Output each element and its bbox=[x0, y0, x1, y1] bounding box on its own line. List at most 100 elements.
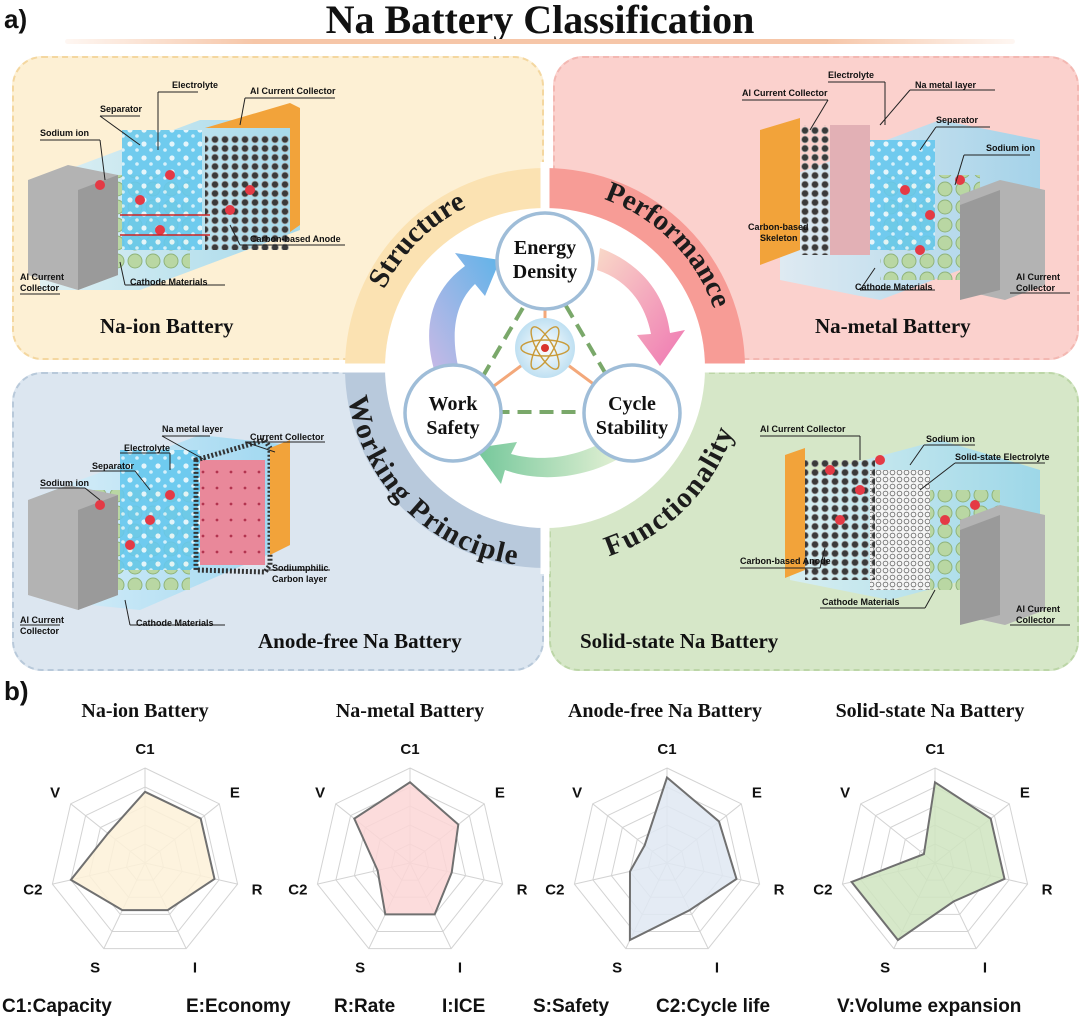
label-sodium-ion: Sodium ion bbox=[40, 478, 89, 488]
label-sodium-ion: Sodium ion bbox=[926, 434, 975, 444]
node-cycle-stability: Cycle Stability bbox=[582, 363, 682, 463]
svg-text:Energy: Energy bbox=[514, 237, 576, 259]
legend-item-capacity: C1:Capacity bbox=[2, 996, 112, 1017]
radar-axis-label: C2 bbox=[813, 882, 832, 899]
label-current-collector: Current Collector bbox=[250, 432, 325, 442]
radar-axis-label: R bbox=[774, 882, 785, 899]
atom-icon bbox=[515, 318, 575, 378]
label-na-metal-layer: Na metal layer bbox=[162, 424, 224, 434]
label-skeleton-line1: Carbon-based bbox=[748, 222, 809, 232]
label-cathode: Cathode Materials bbox=[136, 618, 214, 628]
panel-b-label: b) bbox=[4, 676, 29, 706]
svg-text:Cycle: Cycle bbox=[608, 393, 656, 415]
radar-grid-ring bbox=[860, 786, 1010, 932]
radar-title: Na-metal Battery bbox=[335, 700, 485, 722]
radar-title: Na-ion Battery bbox=[81, 700, 209, 722]
radar-axis-label: R bbox=[517, 882, 528, 899]
radar-axis-label: V bbox=[840, 784, 850, 801]
radar-axis-label: C1 bbox=[925, 741, 944, 758]
label-cathode: Cathode Materials bbox=[855, 282, 933, 292]
svg-text:Density: Density bbox=[513, 261, 577, 283]
radar-series-polygon bbox=[69, 790, 216, 912]
callout-lines bbox=[20, 81, 1070, 626]
label-carbon-anode: Carbon-based Anode bbox=[740, 556, 831, 566]
radar-axis-label: E bbox=[495, 784, 505, 801]
radar-grid-ring bbox=[70, 786, 220, 932]
legend-item-volume-expansion: V:Volume expansion bbox=[837, 996, 1022, 1017]
radar-axis-line bbox=[860, 803, 936, 864]
radar-axis-label: S bbox=[90, 960, 100, 977]
radar-axis-label: C2 bbox=[545, 882, 564, 899]
label-electrolyte: Electrolyte bbox=[828, 70, 875, 80]
battery-name-na-ion: Na-ion Battery bbox=[100, 314, 234, 338]
legend-item-economy: E:Economy bbox=[186, 996, 291, 1017]
radar-axis-label: I bbox=[983, 960, 987, 977]
label-al-cc-line2: Collector bbox=[1016, 615, 1056, 625]
panel-a-label: a) bbox=[4, 4, 28, 34]
label-na-metal-layer: Na metal layer bbox=[915, 80, 977, 90]
radar-axis-label: C1 bbox=[135, 741, 154, 758]
radar-axis-label: V bbox=[50, 784, 60, 801]
radar-grid-ring bbox=[51, 767, 239, 950]
legend-item-cycle-life: C2:Cycle life bbox=[656, 996, 771, 1017]
radar-axis-label: I bbox=[193, 960, 197, 977]
label-carbon-anode: Carbon-based Anode bbox=[250, 234, 341, 244]
label-electrolyte: Electrolyte bbox=[124, 443, 171, 453]
radar-axis-label: I bbox=[458, 960, 462, 977]
radar-axis-label: S bbox=[355, 960, 365, 977]
radar-grid-ring bbox=[573, 767, 761, 950]
radar-axis-label: R bbox=[1042, 882, 1053, 899]
label-separator: Separator bbox=[936, 115, 979, 125]
label-separator: Separator bbox=[100, 104, 143, 114]
radar-grid-ring bbox=[335, 786, 485, 932]
svg-text:Work: Work bbox=[429, 393, 479, 415]
arrow-icon bbox=[429, 253, 500, 373]
radar-chart-na-metal: C1E R I S C2 V bbox=[288, 741, 528, 977]
radar-axis-label: I bbox=[715, 960, 719, 977]
radar-axis-label: C2 bbox=[23, 882, 42, 899]
radar-grid-ring bbox=[592, 786, 742, 932]
label-al-current-collector: Al Current Collector bbox=[742, 88, 828, 98]
solid-state-illustration bbox=[785, 440, 1045, 625]
radar-axis-label: C1 bbox=[657, 741, 676, 758]
label-al-cc-line1: Al Current bbox=[1016, 604, 1061, 614]
label-al-cc-line1: Al Current bbox=[20, 272, 65, 282]
battery-name-na-metal: Na-metal Battery bbox=[815, 314, 971, 338]
radar-axis-label: C1 bbox=[400, 741, 419, 758]
label-al-cc-line2: Collector bbox=[20, 283, 60, 293]
svg-text:Stability: Stability bbox=[596, 417, 668, 439]
radar-chart-na-ion: C1E R I S C2 V bbox=[23, 741, 263, 977]
na-ion-illustration bbox=[28, 103, 300, 290]
radar-axis-label: C2 bbox=[288, 882, 307, 899]
svg-text:Safety: Safety bbox=[426, 417, 479, 439]
radar-axis-label: E bbox=[230, 784, 240, 801]
radar-axis-label: S bbox=[612, 960, 622, 977]
label-sodium-ion: Sodium ion bbox=[40, 128, 89, 138]
radar-axis-label: V bbox=[315, 784, 325, 801]
label-cathode: Cathode Materials bbox=[822, 597, 900, 607]
label-al-cc-line1: Al Current bbox=[1016, 272, 1061, 282]
anode-free-illustration bbox=[28, 435, 290, 610]
label-solid-electrolyte: Solid-state Electrolyte bbox=[955, 452, 1050, 462]
radar-grid-ring bbox=[841, 767, 1029, 950]
na-metal-illustration bbox=[760, 118, 1045, 300]
radar-grid-ring bbox=[316, 767, 504, 950]
title-underline bbox=[65, 39, 1015, 44]
battery-name-solid-state: Solid-state Na Battery bbox=[580, 629, 779, 653]
label-al-cc-line2: Collector bbox=[20, 626, 60, 636]
label-al-cc-line2: Collector bbox=[1016, 283, 1056, 293]
radar-series-polygon bbox=[353, 781, 460, 916]
radar-axis-label: E bbox=[1020, 784, 1030, 801]
radar-series-polygon bbox=[849, 780, 1006, 942]
legend-item-ice: I:ICE bbox=[442, 996, 486, 1017]
dashed-triangle bbox=[458, 266, 632, 414]
radar-axis-label: R bbox=[252, 882, 263, 899]
radar-title: Anode-free Na Battery bbox=[567, 700, 762, 722]
legend-item-rate: R:Rate bbox=[334, 996, 396, 1017]
battery-illustrations bbox=[20, 81, 1070, 626]
label-sodiumphilic-line1: Sodiumphilic bbox=[272, 563, 329, 573]
radar-axis-label: E bbox=[752, 784, 762, 801]
center-ring-diagram: Structure Performance Working Principle … bbox=[339, 162, 751, 574]
